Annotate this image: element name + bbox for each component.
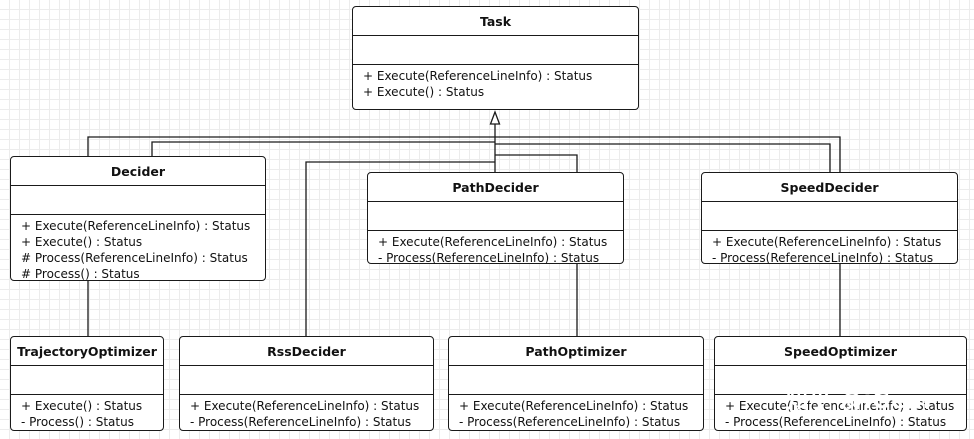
operation: - Process(ReferenceLineInfo) : Status xyxy=(725,415,947,429)
attributes-compartment xyxy=(702,202,957,231)
class-name: Task xyxy=(353,7,638,36)
operation: + Execute() : Status xyxy=(21,235,143,249)
operation: + Execute(ReferenceLineInfo) : Status xyxy=(21,219,251,233)
attributes-compartment xyxy=(715,366,966,395)
operation: - Process(ReferenceLineInfo) : Status xyxy=(712,251,934,265)
operations-compartment: + Execute(ReferenceLineInfo) : Status - … xyxy=(715,395,966,430)
attributes-compartment xyxy=(368,202,623,231)
operation: + Execute(ReferenceLineInfo) : Status xyxy=(725,399,955,413)
class-decider[interactable]: Decider + Execute(ReferenceLineInfo) : S… xyxy=(10,156,266,281)
operation: + Execute(ReferenceLineInfo) : Status xyxy=(378,235,608,249)
attributes-compartment xyxy=(353,36,638,65)
class-name: SpeedDecider xyxy=(702,173,957,202)
class-name: SpeedOptimizer xyxy=(715,337,966,366)
attributes-compartment xyxy=(11,366,163,395)
operations-compartment: + Execute(ReferenceLineInfo) : Status - … xyxy=(368,231,623,266)
operation: - Process(ReferenceLineInfo) : Status xyxy=(190,415,412,429)
operation: + Execute() : Status xyxy=(21,399,143,413)
attributes-compartment xyxy=(449,366,703,395)
operation: - Process(ReferenceLineInfo) : Status xyxy=(459,415,681,429)
generalization-arrowhead xyxy=(489,110,501,125)
class-name: Decider xyxy=(11,157,265,186)
attributes-compartment xyxy=(11,186,265,215)
operations-compartment: + Execute() : Status - Process() : Statu… xyxy=(11,395,163,430)
operation: + Execute() : Status xyxy=(363,85,485,99)
class-path-decider[interactable]: PathDecider + Execute(ReferenceLineInfo)… xyxy=(367,172,624,266)
operation: + Execute(ReferenceLineInfo) : Status xyxy=(459,399,689,413)
class-name: PathDecider xyxy=(368,173,623,202)
class-name: RssDecider xyxy=(180,337,433,366)
class-path-optimizer[interactable]: PathOptimizer + Execute(ReferenceLineInf… xyxy=(448,336,704,431)
operation: - Process(ReferenceLineInfo) : Status xyxy=(378,251,600,265)
attributes-compartment xyxy=(180,366,433,395)
watermark-text: 知乎 @iGear xyxy=(786,389,935,414)
class-task[interactable]: Task + Execute(ReferenceLineInfo) : Stat… xyxy=(352,6,639,110)
connector-speed-optimizer xyxy=(495,136,841,337)
operations-compartment: + Execute(ReferenceLineInfo) : Status + … xyxy=(353,65,638,100)
connector-rss-decider xyxy=(305,161,495,337)
connector-path-optimizer xyxy=(495,154,578,337)
class-trajectory-optimizer[interactable]: TrajectoryOptimizer + Execute() : Status… xyxy=(10,336,164,431)
operations-compartment: + Execute(ReferenceLineInfo) : Status - … xyxy=(702,231,957,266)
operations-compartment: + Execute(ReferenceLineInfo) : Status - … xyxy=(449,395,703,430)
operation: + Execute(ReferenceLineInfo) : Status xyxy=(190,399,420,413)
connector-decider xyxy=(151,141,495,157)
class-speed-optimizer[interactable]: SpeedOptimizer + Execute(ReferenceLineIn… xyxy=(714,336,967,431)
operation: + Execute(ReferenceLineInfo) : Status xyxy=(363,69,593,83)
operations-compartment: + Execute(ReferenceLineInfo) : Status + … xyxy=(11,215,265,282)
class-speed-decider[interactable]: SpeedDecider + Execute(ReferenceLineInfo… xyxy=(701,172,958,266)
connector-speed-decider xyxy=(495,143,831,172)
operation: - Process() : Status xyxy=(21,415,134,429)
operation: # Process() : Status xyxy=(21,267,140,281)
class-rss-decider[interactable]: RssDecider + Execute(ReferenceLineInfo) … xyxy=(179,336,434,431)
operation: + Execute(ReferenceLineInfo) : Status xyxy=(712,235,942,249)
operations-compartment: + Execute(ReferenceLineInfo) : Status - … xyxy=(180,395,433,430)
class-name: TrajectoryOptimizer xyxy=(11,337,163,366)
class-name: PathOptimizer xyxy=(449,337,703,366)
operation: # Process(ReferenceLineInfo) : Status xyxy=(21,251,248,265)
